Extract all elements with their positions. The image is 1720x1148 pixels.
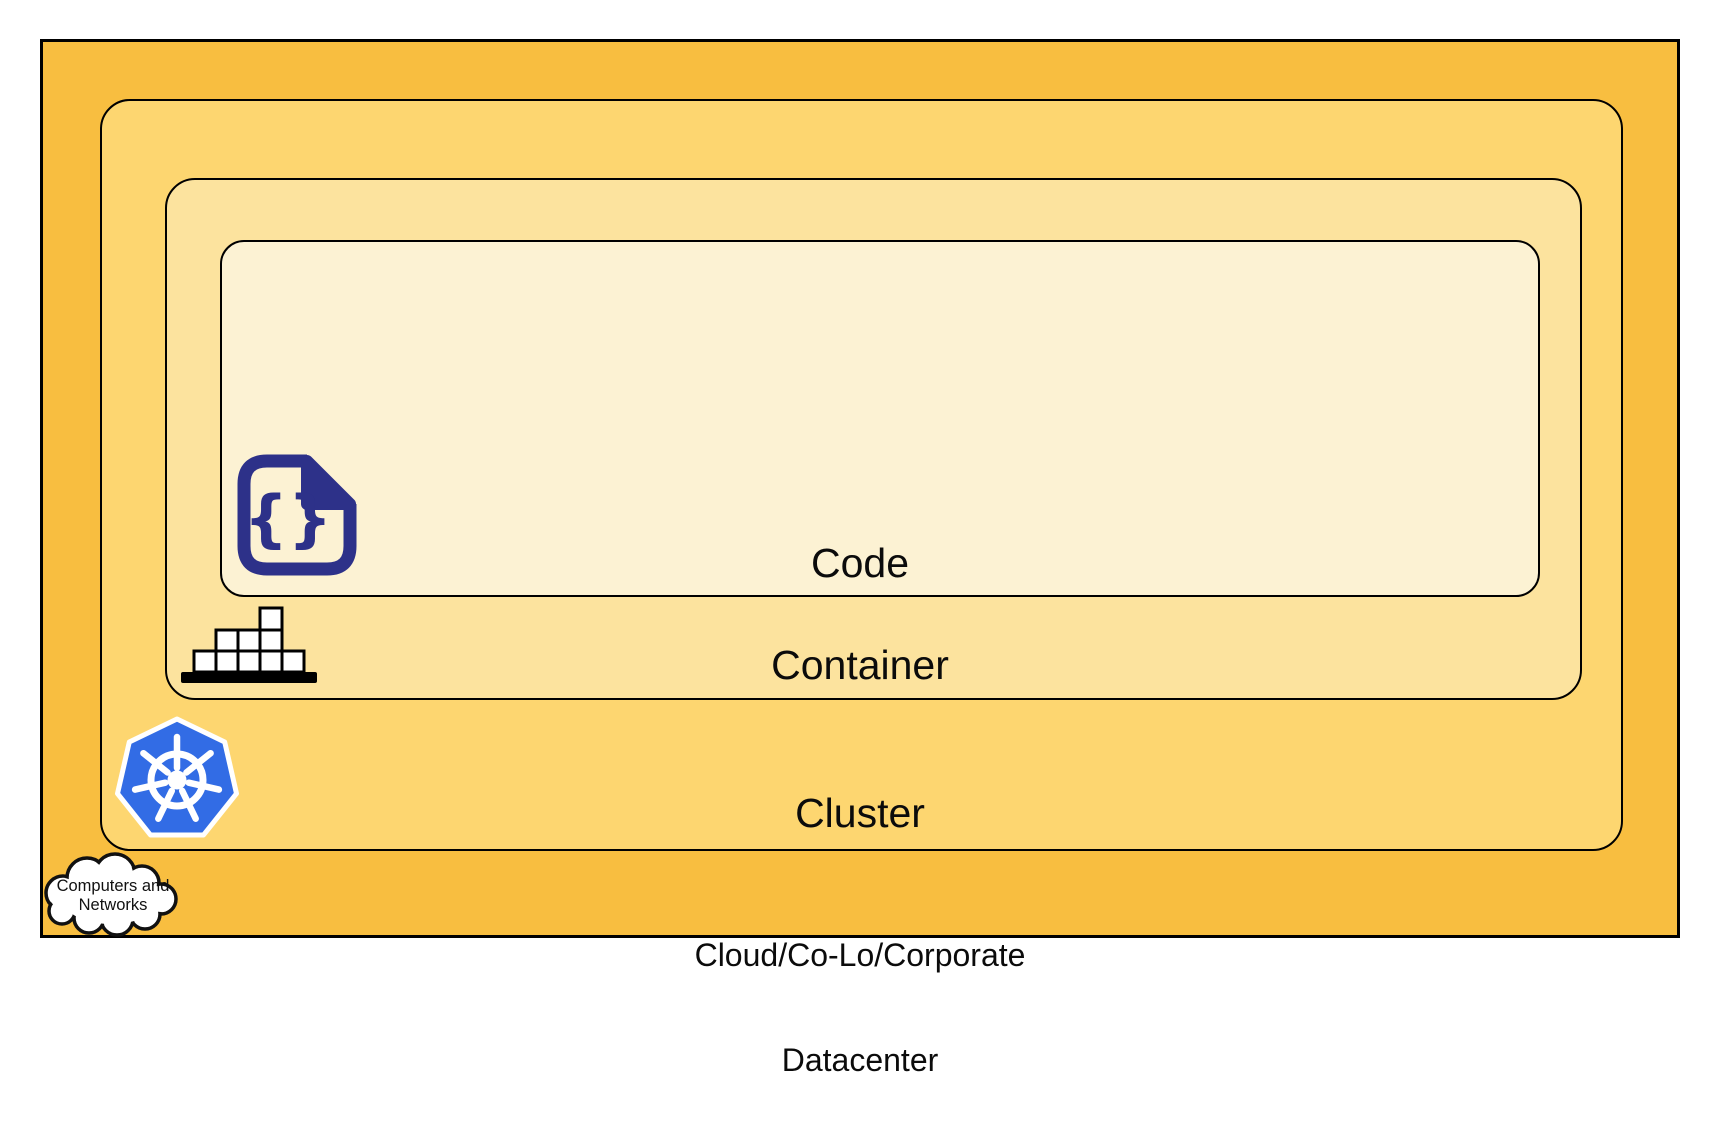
- layer-label-container: Container: [771, 642, 949, 688]
- braces-glyph: {}: [244, 482, 332, 555]
- stacked-boxes-icon: [181, 606, 317, 683]
- datacenter-label-line1: Cloud/Co-Lo/Corporate: [694, 937, 1026, 973]
- cloud-label-line2: Networks: [79, 896, 148, 914]
- kubernetes-helm-icon: [115, 716, 239, 838]
- cloud-icon: Computers and Networks: [44, 852, 178, 937]
- layer-label-code: Code: [810, 540, 909, 586]
- layer-code: [220, 240, 1540, 597]
- datacenter-label-line2: Datacenter: [781, 1042, 939, 1078]
- code-file-braces-icon: {}: [237, 454, 357, 576]
- cloud-label-line1: Computers and: [57, 877, 170, 895]
- layer-label-cluster: Cluster: [795, 790, 925, 836]
- layer-label-datacenter: Cloud/Co-Lo/Corporate Datacenter: [40, 868, 1680, 1148]
- nested-layers-diagram: Code Container Cluster Cloud/Co-Lo/Corpo…: [40, 39, 1680, 1078]
